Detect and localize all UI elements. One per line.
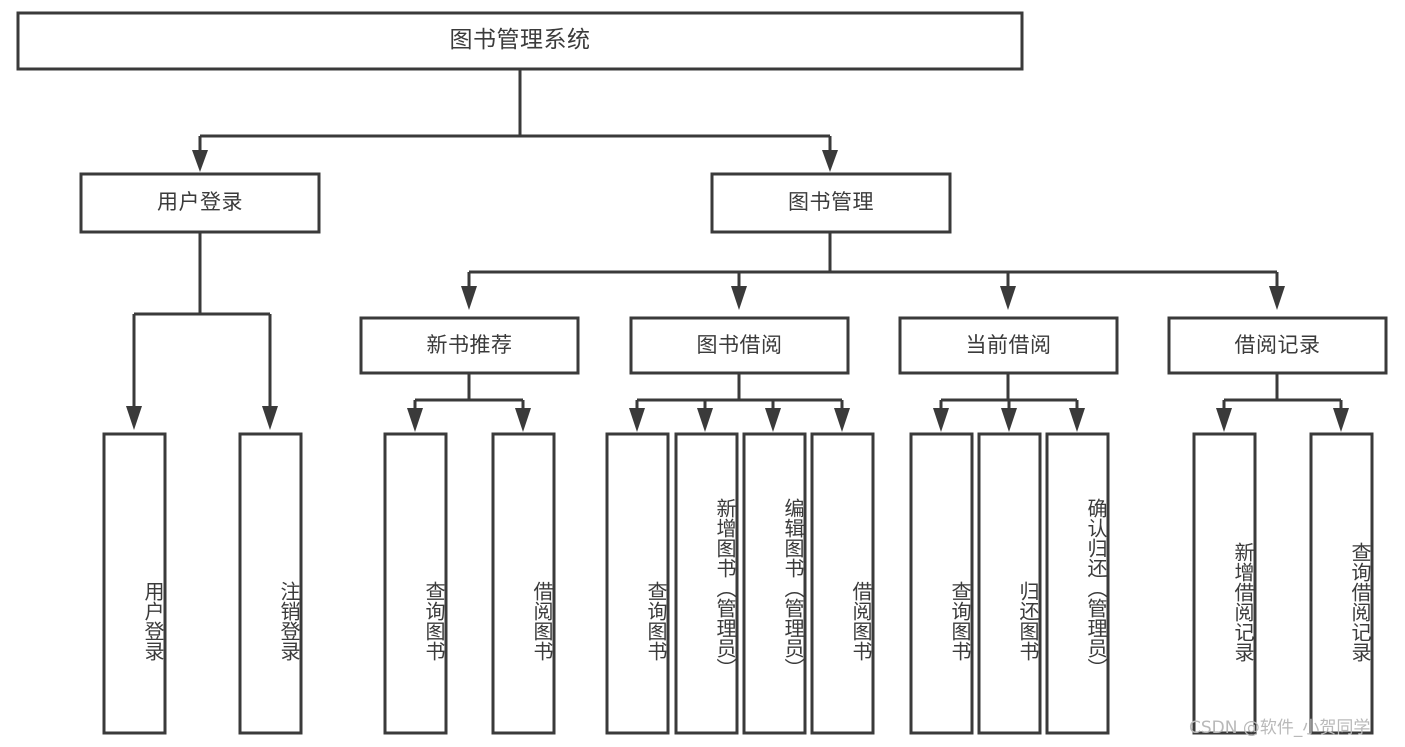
arrowhead-bookborrow-leaf-4	[834, 408, 850, 432]
leaf-box-newbook-query[interactable]	[383, 432, 448, 735]
arrowhead-bookborrow-leaf-2	[697, 408, 713, 432]
leaf-box-bookborrow-edit[interactable]	[742, 432, 807, 735]
leaf-box-currentborrow-query[interactable]	[909, 432, 974, 735]
node-user-login-box[interactable]	[79, 172, 321, 234]
arrowhead-currentborrow-leaf-3	[1069, 408, 1085, 432]
leaf-box-record-query[interactable]	[1309, 432, 1374, 735]
arrowhead-book-mgmt	[822, 150, 838, 172]
arrowhead-currentborrow-leaf-2	[1001, 408, 1017, 432]
arrowhead-current-borrow	[1000, 286, 1016, 310]
arrowhead-user-login-leaf	[126, 406, 142, 430]
arrowhead-currentborrow-leaf-1	[933, 408, 949, 432]
leaf-box-bookborrow-borrow[interactable]	[810, 432, 875, 735]
arrowhead-user-login	[192, 150, 208, 172]
arrowhead-borrowrecord-leaf-2	[1333, 408, 1349, 432]
node-new-book-box[interactable]	[359, 316, 580, 375]
arrowhead-book-borrow	[731, 286, 747, 310]
arrowhead-newbook-leaf-1	[407, 408, 423, 432]
node-root-box[interactable]	[16, 11, 1024, 71]
arrowhead-newbook-leaf-2	[515, 408, 531, 432]
node-book-mgmt-box[interactable]	[710, 172, 952, 234]
leaf-box-user-login[interactable]	[102, 432, 167, 735]
leaf-box-bookborrow-query[interactable]	[605, 432, 670, 735]
leaf-box-currentborrow-confirm[interactable]	[1045, 432, 1110, 735]
arrowhead-borrowrecord-leaf-1	[1216, 408, 1232, 432]
leaf-box-record-add[interactable]	[1192, 432, 1257, 735]
leaf-box-bookborrow-add[interactable]	[674, 432, 739, 735]
node-book-borrow-box[interactable]	[629, 316, 850, 375]
arrowhead-logout-leaf	[262, 406, 278, 430]
arrowhead-bookborrow-leaf-1	[629, 408, 645, 432]
leaf-box-currentborrow-return[interactable]	[977, 432, 1042, 735]
leaf-box-logout[interactable]	[238, 432, 303, 735]
leaf-box-newbook-borrow[interactable]	[491, 432, 556, 735]
arrowhead-borrow-record	[1269, 286, 1285, 310]
node-current-borrow-box[interactable]	[898, 316, 1119, 375]
arrowhead-new-book	[461, 286, 477, 310]
node-borrow-record-box[interactable]	[1167, 316, 1388, 375]
arrowhead-bookborrow-leaf-3	[765, 408, 781, 432]
